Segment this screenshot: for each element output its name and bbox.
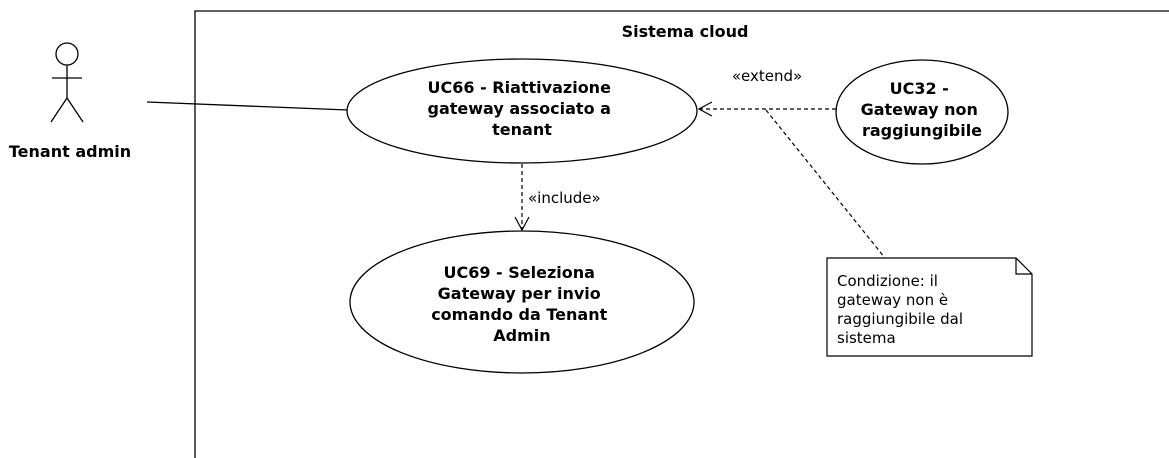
use-case-uc69[interactable]: UC69 - Seleziona Gateway per invio coman… — [349, 230, 695, 374]
use-case-uc32[interactable]: UC32 - Gateway non raggiungibile — [835, 59, 1009, 165]
association-line — [146, 101, 349, 111]
system-boundary — [194, 10, 1169, 458]
note-line-3: raggiungibile dal — [837, 310, 963, 328]
uc69-line-4: Admin — [493, 326, 550, 345]
note-line-4: sistema — [837, 329, 896, 347]
extend-arrowhead — [697, 101, 713, 117]
uc66-ellipse — [346, 58, 698, 164]
uc32-line-3: raggiungibile — [862, 121, 982, 140]
uc66-line-3: tenant — [492, 120, 552, 139]
uc32-text: UC32 - Gateway non raggiungibile — [861, 79, 984, 140]
include-arrowhead — [514, 216, 530, 232]
condition-note: Condizione: il gateway non è raggiungibi… — [826, 257, 1033, 357]
actor-head — [55, 42, 79, 66]
note-body — [826, 257, 1033, 357]
actor-right-leg — [66, 97, 84, 123]
actor-name: Tenant admin — [9, 142, 131, 161]
uc69-text: UC69 - Seleziona Gateway per invio coman… — [431, 263, 613, 345]
note-text: Condizione: il gateway non è raggiungibi… — [837, 272, 968, 347]
use-case-uc66[interactable]: UC66 - Riattivazione gateway associato a… — [346, 58, 698, 164]
uc69-line-1: UC69 - Seleziona — [443, 263, 594, 282]
extend-label: «extend» — [732, 67, 802, 85]
uc66-text: UC66 - Riattivazione gateway associato a… — [427, 78, 616, 139]
note-line-1: Condizione: il — [837, 272, 938, 290]
uc69-line-3: comando da Tenant — [431, 305, 607, 324]
uc32-line-2: Gateway non — [861, 100, 978, 119]
uc69-line-2: Gateway per invio — [438, 284, 601, 303]
uc32-line-1: UC32 - — [890, 79, 949, 98]
actor-tenant-admin — [50, 42, 84, 123]
uc66-line-1: UC66 - Riattivazione — [428, 78, 612, 97]
include-label: «include» — [528, 189, 601, 207]
actor-left-leg — [50, 97, 68, 123]
uc32-ellipse — [835, 59, 1009, 165]
note-line-2: gateway non è — [837, 291, 948, 309]
note-anchor-line — [765, 109, 886, 259]
note-fold — [1015, 258, 1032, 275]
system-title: Sistema cloud — [622, 22, 749, 41]
uc66-line-2: gateway associato a — [427, 99, 610, 118]
